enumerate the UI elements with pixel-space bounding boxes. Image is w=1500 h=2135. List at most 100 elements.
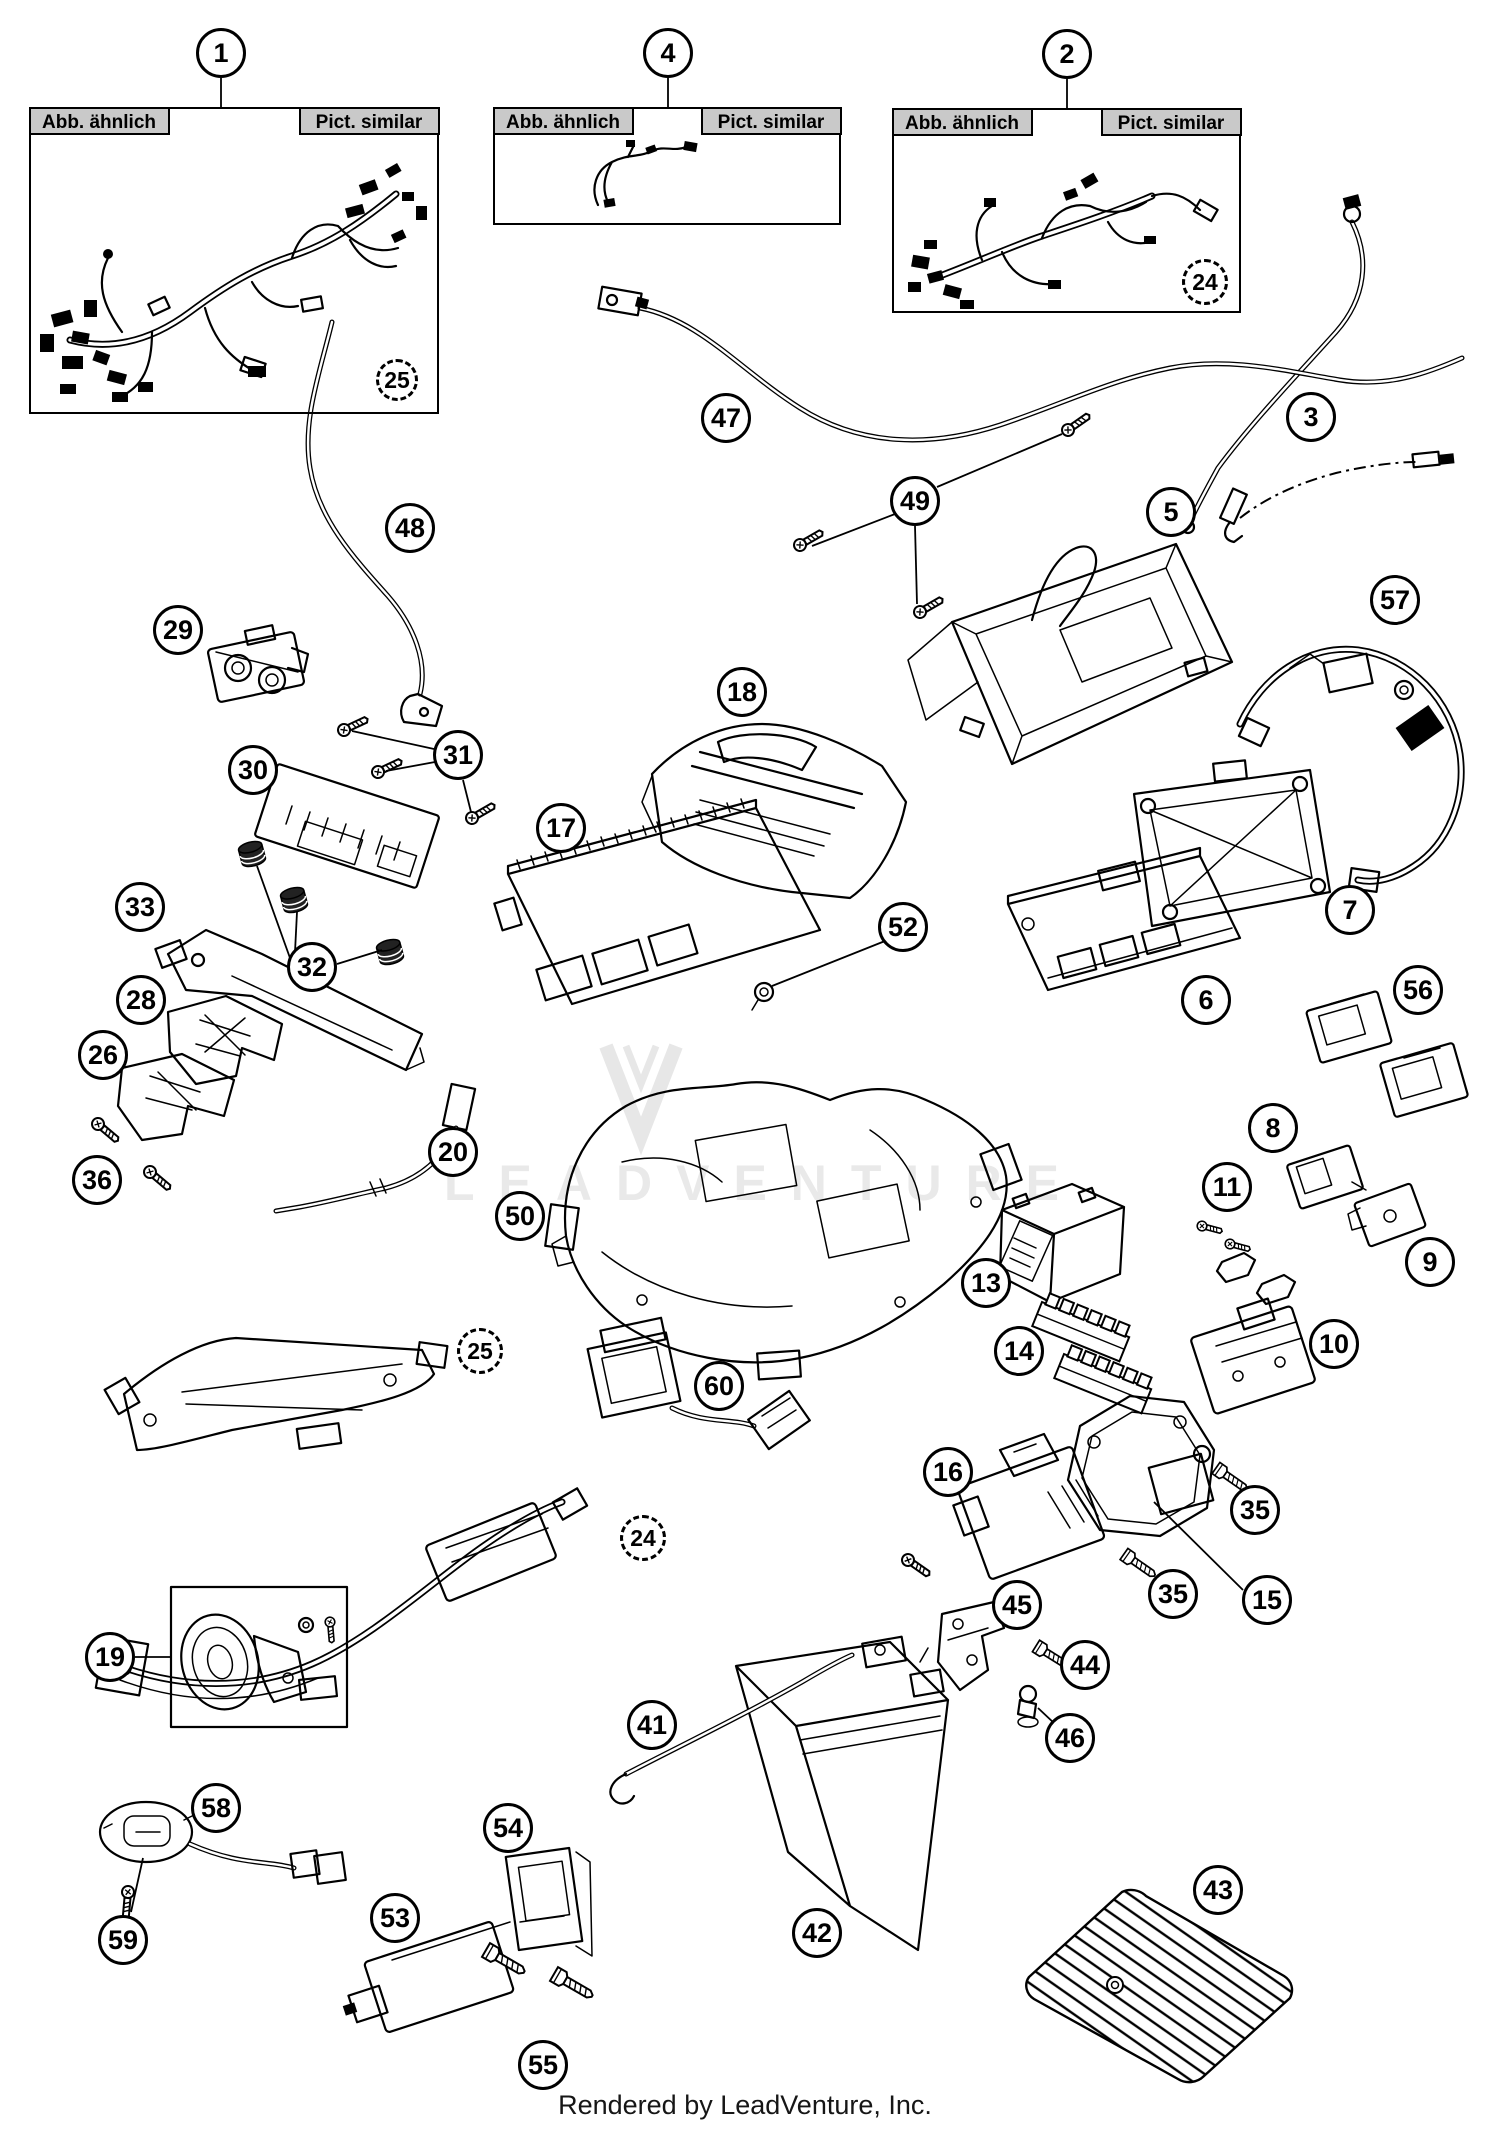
rubber-mat-43	[1025, 1888, 1294, 2084]
callout-15[interactable]: 15	[1242, 1575, 1292, 1625]
battery-compartment-50	[544, 1081, 1023, 1381]
leader-line	[385, 761, 436, 772]
callout-43[interactable]: 43	[1193, 1865, 1243, 1915]
callout-9[interactable]: 9	[1405, 1237, 1455, 1287]
ground-cable-48	[305, 319, 444, 728]
leader-line	[462, 779, 472, 813]
callout-53[interactable]: 53	[370, 1893, 420, 1943]
callout-3[interactable]: 3	[1286, 392, 1336, 442]
callout-55[interactable]: 55	[518, 2040, 568, 2090]
callout-32[interactable]: 32	[287, 942, 337, 992]
callout-17[interactable]: 17	[536, 803, 586, 853]
callout-19[interactable]: 19	[85, 1632, 135, 1682]
callout-54[interactable]: 54	[483, 1803, 533, 1853]
bracket-33	[154, 928, 425, 1072]
pict-similar-label: Pict. similar	[1100, 107, 1242, 136]
starter-relay-29	[206, 624, 310, 703]
screws-clamps-11	[1195, 1219, 1297, 1306]
callout-11[interactable]: 11	[1202, 1162, 1252, 1212]
callout-50[interactable]: 50	[495, 1191, 545, 1241]
lower-bracket-24	[94, 1487, 589, 1701]
callout-14[interactable]: 14	[994, 1326, 1044, 1376]
callout-59[interactable]: 59	[98, 1915, 148, 1965]
breather-cable-3	[1218, 450, 1455, 544]
leadventure-watermark: LEADVENTURE	[444, 1155, 1084, 1211]
callout-8[interactable]: 8	[1248, 1103, 1298, 1153]
callout-4[interactable]: 4	[643, 28, 693, 78]
callout-10[interactable]: 10	[1309, 1319, 1359, 1369]
leader-line	[936, 433, 1063, 488]
callout-44[interactable]: 44	[1060, 1640, 1110, 1690]
callout-20[interactable]: 20	[428, 1127, 478, 1177]
callout-29[interactable]: 29	[153, 605, 203, 655]
render-credit: Rendered by LeadVenture, Inc.	[558, 2090, 932, 2120]
callout-7[interactable]: 7	[1325, 885, 1375, 935]
ecu-17	[493, 798, 822, 1006]
leader-lines	[130, 78, 1244, 1913]
callout-60[interactable]: 60	[694, 1361, 744, 1411]
abb-aehnlich-label: Abb. ähnlich	[891, 107, 1033, 136]
callout-57[interactable]: 57	[1370, 575, 1420, 625]
callout-49[interactable]: 49	[890, 476, 940, 526]
callout-31[interactable]: 31	[433, 730, 483, 780]
pict-similar-box-2: Abb. ähnlich Pict. similar	[891, 107, 1242, 313]
side-bracket-25	[103, 1336, 449, 1452]
leader-line	[811, 513, 896, 547]
callout-42[interactable]: 42	[792, 1908, 842, 1958]
callout-35[interactable]: 35	[1230, 1485, 1280, 1535]
callout-45[interactable]: 45	[992, 1580, 1042, 1630]
screw-59	[118, 1884, 136, 1920]
battery-lead-cable	[1180, 194, 1366, 535]
connector-60	[586, 1316, 811, 1451]
ecu-6	[1006, 846, 1242, 992]
wiring-cable-47	[597, 285, 1465, 443]
abb-aehnlich-label: Abb. ähnlich	[492, 106, 634, 135]
pict-similar-label: Pict. similar	[298, 106, 440, 135]
bolt-35-lower	[1119, 1547, 1160, 1582]
ecu-bracket-7	[1132, 759, 1332, 928]
callout-13[interactable]: 13	[961, 1258, 1011, 1308]
callout-24[interactable]: 24	[1182, 259, 1228, 305]
callout-25[interactable]: 25	[457, 1328, 503, 1374]
callout-52[interactable]: 52	[878, 902, 928, 952]
bolts-55	[481, 1942, 598, 2004]
callout-26[interactable]: 26	[78, 1030, 128, 1080]
callout-18[interactable]: 18	[717, 667, 767, 717]
rubber-grommet-46	[1016, 1684, 1039, 1728]
sensor-58	[98, 1800, 347, 1885]
callout-1[interactable]: 1	[196, 28, 246, 78]
callout-5[interactable]: 5	[1146, 487, 1196, 537]
relay-holder-54	[504, 1846, 593, 1957]
callout-16[interactable]: 16	[923, 1447, 973, 1497]
callout-6[interactable]: 6	[1181, 975, 1231, 1025]
connector-9	[1347, 1182, 1427, 1248]
callout-58[interactable]: 58	[191, 1783, 241, 1833]
leader-line	[130, 1857, 144, 1913]
callout-2[interactable]: 2	[1042, 29, 1092, 79]
callout-36[interactable]: 36	[72, 1155, 122, 1205]
ecu-cover-18	[641, 722, 908, 900]
fuse-box-30	[254, 763, 440, 889]
callout-24[interactable]: 24	[620, 1515, 666, 1561]
voltage-regulator-15	[1066, 1394, 1216, 1538]
small-battery-13	[998, 1182, 1126, 1304]
callout-46[interactable]: 46	[1045, 1713, 1095, 1763]
callout-41[interactable]: 41	[627, 1700, 677, 1750]
battery-42	[734, 1635, 950, 1952]
callout-33[interactable]: 33	[115, 882, 165, 932]
small-wiring-harness-illustration	[593, 140, 698, 208]
callout-28[interactable]: 28	[116, 975, 166, 1025]
callout-48[interactable]: 48	[385, 503, 435, 553]
leader-line	[336, 949, 383, 965]
callout-35[interactable]: 35	[1148, 1569, 1198, 1619]
callout-25[interactable]: 25	[376, 359, 418, 401]
callout-56[interactable]: 56	[1393, 965, 1443, 1015]
battery-cable-41	[609, 1652, 855, 1805]
callout-47[interactable]: 47	[701, 393, 751, 443]
control-unit-53	[342, 1921, 515, 2033]
callout-30[interactable]: 30	[228, 745, 278, 795]
